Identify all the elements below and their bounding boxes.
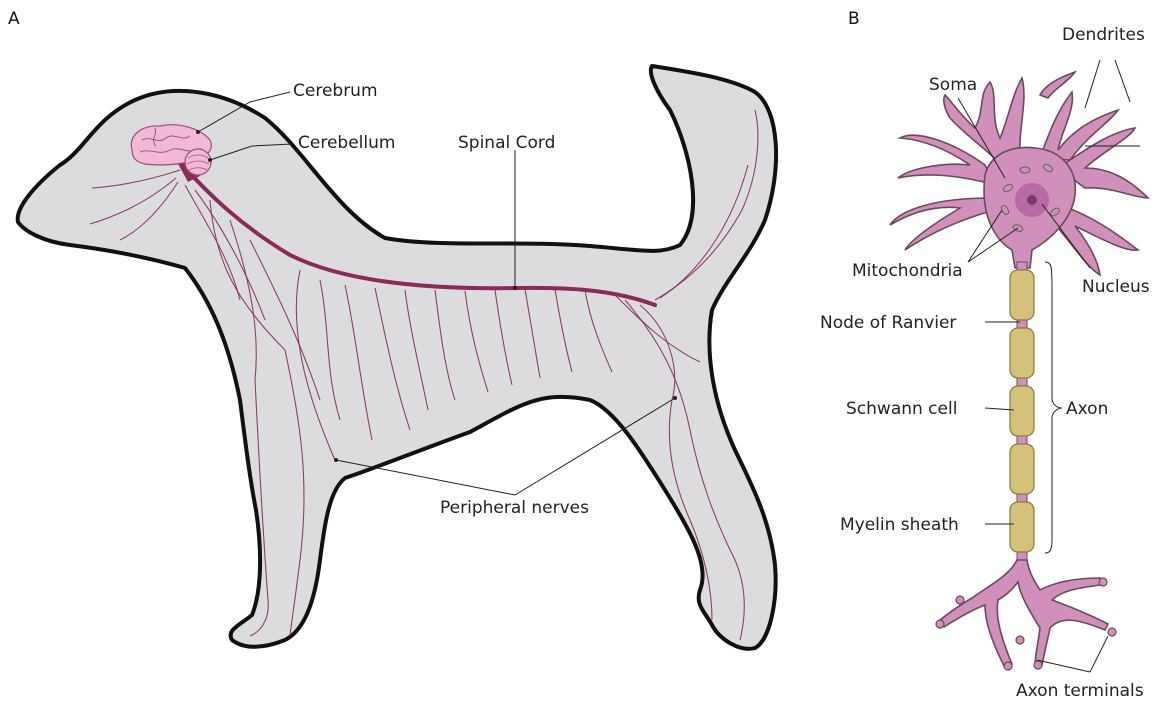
leader-dendrites-1 — [1085, 60, 1100, 108]
label-soma: Soma — [929, 75, 977, 95]
leader-axon-terminals-2 — [1090, 636, 1108, 672]
label-peripheral-nerves: Peripheral nerves — [440, 498, 589, 518]
cerebellum-shape — [185, 149, 211, 175]
dog-body-outline — [18, 66, 776, 649]
axon-terminal-branches — [940, 560, 1108, 668]
myelin-sheaths — [1010, 270, 1034, 552]
label-dendrites: Dendrites — [1062, 25, 1145, 45]
label-cerebrum: Cerebrum — [293, 81, 378, 101]
label-nucleus: Nucleus — [1082, 277, 1150, 297]
label-axon-terminals: Axon terminals — [1016, 681, 1144, 701]
dog-figure: Cerebrum Cerebellum Spinal Cord Peripher… — [18, 66, 776, 649]
label-mitochondria: Mitochondria — [852, 261, 963, 281]
axon-brace — [1045, 262, 1062, 553]
leader-dendrites-2 — [1115, 60, 1130, 102]
label-spinal-cord: Spinal Cord — [458, 133, 555, 153]
leader-peripheral-1 — [336, 460, 515, 495]
leader-axon-terminals-1 — [1037, 660, 1090, 672]
label-schwann-cell: Schwann cell — [846, 399, 957, 419]
nucleolus-shape — [1027, 195, 1037, 205]
label-axon: Axon — [1066, 399, 1108, 419]
label-cerebellum: Cerebellum — [298, 133, 395, 153]
panel-label-b: B — [848, 9, 860, 29]
label-myelin-sheath: Myelin sheath — [840, 515, 959, 535]
label-node-of-ranvier: Node of Ranvier — [820, 313, 956, 333]
neuron-figure: Dendrites Soma Mitochondria Nucleus Node… — [820, 25, 1150, 701]
panel-label-a: A — [8, 9, 20, 29]
